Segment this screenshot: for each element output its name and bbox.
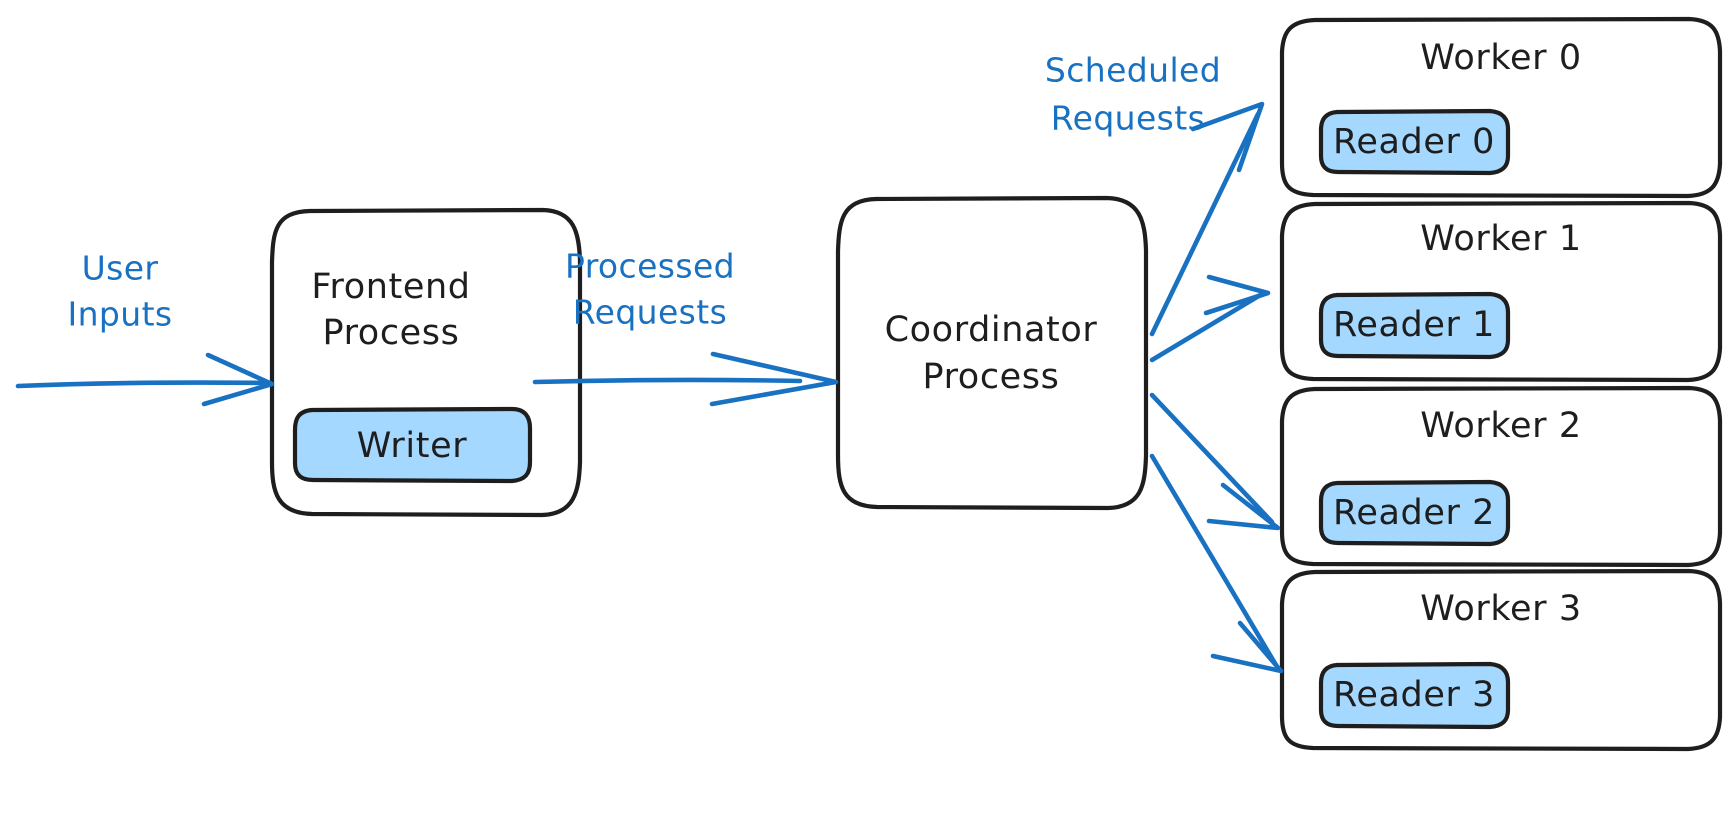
- reader-3-box[interactable]: [1318, 661, 1511, 730]
- node-reader-2[interactable]: Reader 2: [1318, 479, 1511, 547]
- scheduled-requests-arrow-2-shaft: [1149, 392, 1275, 525]
- user-inputs-arrow-shaft: [15, 380, 273, 389]
- scheduled-requests-label-line2: Requests: [1051, 99, 1205, 138]
- coordinator-process-label-line1: Coordinator: [885, 310, 1098, 350]
- coordinator-process-box[interactable]: [835, 195, 1149, 511]
- worker-2-label: Worker 2: [1420, 406, 1582, 446]
- frontend-process-label-line1: Frontend: [311, 267, 470, 307]
- edge-user-inputs: User Inputs: [15, 249, 275, 407]
- reader-0-label: Reader 0: [1333, 122, 1495, 162]
- reader-1-box[interactable]: [1318, 291, 1511, 360]
- writer-box[interactable]: [292, 406, 533, 484]
- reader-3-label: Reader 3: [1333, 675, 1495, 715]
- node-worker-3[interactable]: Worker 3 Reader 3: [1279, 568, 1723, 752]
- user-inputs-label-line2: Inputs: [67, 295, 172, 334]
- processed-requests-arrow-shaft: [532, 377, 803, 385]
- user-inputs-arrow-head: [201, 352, 275, 407]
- frontend-process-label-line2: Process: [323, 313, 460, 353]
- worker-3-label: Worker 3: [1420, 589, 1582, 629]
- scheduled-requests-label-line1: Scheduled: [1045, 51, 1221, 90]
- scheduled-requests-arrow-1-head: [1203, 274, 1271, 316]
- scheduled-requests-arrow-3-head: [1210, 620, 1284, 674]
- user-inputs-label-line1: User: [82, 249, 159, 288]
- reader-2-label: Reader 2: [1333, 493, 1495, 533]
- scheduled-requests-arrow-0-shaft: [1149, 111, 1261, 337]
- writer-label: Writer: [357, 426, 467, 466]
- worker-1-label: Worker 1: [1420, 219, 1582, 259]
- node-worker-2[interactable]: Worker 2 Reader 2: [1279, 385, 1723, 568]
- node-reader-0[interactable]: Reader 0: [1318, 108, 1511, 176]
- coordinator-process-label-line2: Process: [923, 357, 1060, 397]
- node-worker-0[interactable]: Worker 0 Reader 0: [1279, 16, 1723, 199]
- node-worker-1[interactable]: Worker 1 Reader 1: [1279, 200, 1723, 383]
- edge-processed-requests: Processed Requests: [532, 247, 839, 407]
- processed-requests-label-line2: Requests: [573, 293, 727, 332]
- scheduled-requests-arrow-0-head: [1190, 101, 1265, 173]
- worker-0-label: Worker 0: [1420, 38, 1582, 78]
- processed-requests-label-line1: Processed: [565, 247, 735, 286]
- edge-scheduled-requests: Scheduled Requests: [1045, 51, 1284, 674]
- node-reader-1[interactable]: Reader 1: [1318, 291, 1511, 360]
- node-reader-3[interactable]: Reader 3: [1318, 661, 1511, 730]
- scheduled-requests-arrow-1-shaft: [1149, 291, 1265, 363]
- reader-2-box[interactable]: [1318, 479, 1511, 547]
- reader-1-label: Reader 1: [1333, 305, 1495, 345]
- node-coordinator-process[interactable]: Coordinator Process: [835, 195, 1149, 511]
- processed-requests-arrow-head: [709, 351, 839, 407]
- scheduled-requests-arrow-2-head: [1206, 482, 1281, 531]
- scheduled-requests-arrow-3-shaft: [1149, 453, 1279, 668]
- node-writer[interactable]: Writer: [292, 406, 533, 484]
- node-frontend-process[interactable]: Frontend Process Writer: [269, 207, 583, 518]
- reader-0-box[interactable]: [1318, 108, 1511, 176]
